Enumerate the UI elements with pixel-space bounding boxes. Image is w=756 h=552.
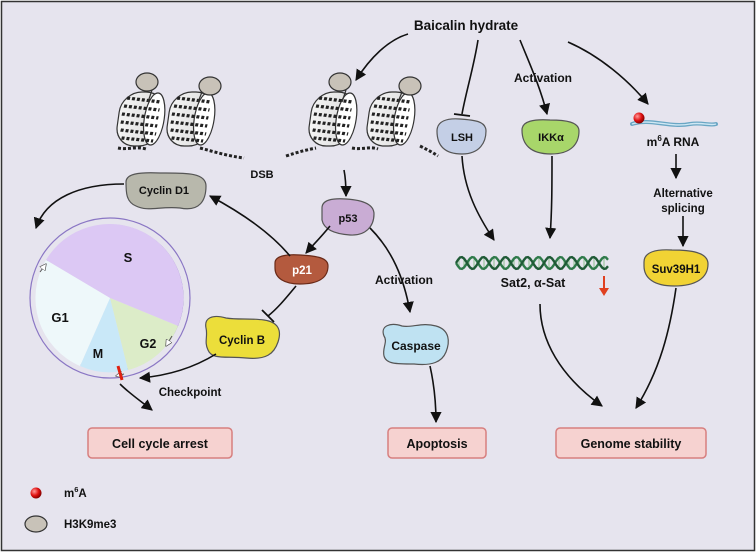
dsb-label: DSB <box>250 169 273 181</box>
pathway-arrows <box>33 33 689 424</box>
h3k9me3-mark-icon <box>398 76 422 96</box>
p53-protein: p53 <box>321 198 375 236</box>
checkpoint-label: Checkpoint <box>159 387 222 399</box>
phase-g2-label: G2 <box>140 337 157 351</box>
g1-phase-sector <box>35 260 110 366</box>
satellite-dna-helix <box>454 255 609 271</box>
m6a-rna-label: m6A RNA <box>647 134 700 149</box>
suv39h1-label: Suv39H1 <box>652 264 701 276</box>
outcome-genome-stability-label: Genome stability <box>581 437 682 451</box>
ikk-alpha-label: IKKα <box>538 132 564 144</box>
outcome-cell-cycle-arrest-label: Cell cycle arrest <box>112 437 209 451</box>
g2-phase-sector <box>110 298 178 370</box>
legend-h3k9me3-label: H3K9me3 <box>64 519 116 531</box>
cell-cycle-wheel: S G1 G2 M <box>29 217 191 381</box>
outcome-apoptosis-label: Apoptosis <box>406 437 467 451</box>
cyclin-d1-label: Cyclin D1 <box>139 185 189 197</box>
ikk-alpha-protein: IKKα <box>521 119 580 155</box>
phase-g1-label: G1 <box>51 310 68 325</box>
down-arrow-icon <box>599 276 609 296</box>
p21-label: p21 <box>292 265 312 277</box>
nucleosome-icon <box>308 91 358 147</box>
p21-protein: p21 <box>274 254 329 285</box>
cyclin-b-label: Cyclin B <box>219 335 265 347</box>
suv39h1-protein: Suv39H1 <box>643 249 709 287</box>
cyclin-d1-protein: Cyclin D1 <box>125 172 207 210</box>
nucleosome-icon <box>166 91 216 147</box>
legend: m6A H3K9me3 <box>24 485 116 533</box>
legend-m6a-label: m6A <box>64 485 87 500</box>
s-phase-sector <box>46 223 184 326</box>
caspase-label: Caspase <box>391 339 441 353</box>
lsh-label: LSH <box>451 132 473 144</box>
caspase-protein: Caspase <box>382 323 449 366</box>
baicalin-hydrate-label: Baicalin hydrate <box>414 18 519 33</box>
h3k9me3-mark-icon <box>198 76 222 96</box>
h3k9me3-mark-icon <box>135 72 159 92</box>
lsh-protein: LSH <box>436 118 487 155</box>
cyclin-b-protein: Cyclin B <box>205 315 281 359</box>
m-phase-sector <box>80 298 128 373</box>
sat-label: Sat2, α-Sat <box>501 276 566 290</box>
activation-label-top: Activation <box>514 71 572 85</box>
m6a-rna-strand <box>630 112 718 127</box>
phase-m-label: M <box>93 347 103 361</box>
h3k9me3-mark-icon <box>328 72 352 92</box>
nucleosome-group-right <box>285 72 439 158</box>
outcome-genome-stability: Genome stability <box>555 427 707 459</box>
legend-m6a-icon <box>30 487 42 499</box>
p53-label: p53 <box>339 213 358 225</box>
activation-label-p53: Activation <box>375 273 433 287</box>
outcome-apoptosis: Apoptosis <box>387 427 487 459</box>
m6a-site-icon <box>633 112 645 124</box>
phase-s-label: S <box>124 250 133 265</box>
outcome-cell-cycle-arrest: Cell cycle arrest <box>87 427 233 459</box>
nucleosome-group-left <box>116 72 245 160</box>
legend-h3k9me3-icon <box>24 515 48 533</box>
nucleosome-icon <box>116 91 166 147</box>
